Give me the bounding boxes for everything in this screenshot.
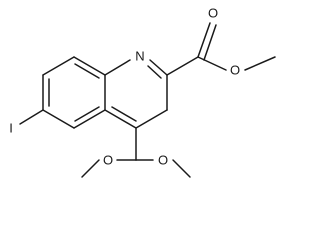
bond: [203, 24, 217, 61]
bond: [19, 109, 44, 125]
bond: [135, 109, 168, 129]
bond: [104, 109, 137, 129]
bond: [73, 56, 106, 76]
acetal-oxygen-left-label: O: [103, 153, 113, 168]
bond: [244, 56, 276, 71]
bond: [104, 59, 131, 76]
bond: [197, 56, 227, 71]
bond: [147, 65, 162, 79]
bond: [81, 159, 100, 178]
nitrogen-atom-label: N: [135, 49, 144, 64]
bond: [172, 159, 191, 178]
bond: [166, 56, 199, 76]
bond: [149, 59, 168, 76]
chemical-structure-diagram: N O O I O O: [9, 6, 276, 178]
bond: [74, 106, 100, 122]
bond: [197, 22, 211, 58]
bond: [73, 109, 106, 129]
bond: [111, 106, 137, 122]
iodine-atom-label: I: [9, 121, 13, 136]
ester-oxygen-label: O: [230, 63, 240, 78]
bond: [42, 109, 75, 129]
carbonyl-oxygen-label: O: [208, 6, 218, 21]
bond: [74, 63, 100, 79]
acetal-oxygen-right-label: O: [158, 153, 168, 168]
bond: [42, 56, 75, 76]
